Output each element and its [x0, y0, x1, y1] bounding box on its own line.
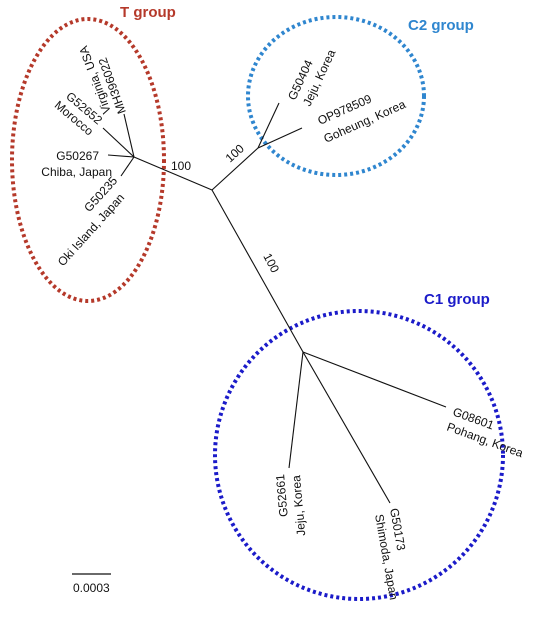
branch-root-c2 [211, 147, 259, 191]
branch-root-c1 [211, 189, 304, 353]
t-group-label: T group [120, 4, 176, 21]
c1-group-label: C1 group [424, 291, 490, 308]
taxon-g52661-id: G52661 [273, 473, 291, 517]
taxon-g52661-location: Jeju, Korea [289, 474, 308, 536]
c1-group-outline [213, 309, 505, 601]
branch-root-t [133, 156, 213, 191]
branch-g50173 [302, 351, 391, 504]
taxon-g50267-location: Chiba, Japan [41, 165, 112, 179]
branch-g52661 [288, 351, 304, 469]
branch-g50235 [120, 156, 135, 177]
c2-group-outline [246, 15, 426, 177]
branch-g08601 [302, 351, 447, 408]
branch-g52652 [102, 127, 135, 158]
bootstrap-c1: 100 [260, 251, 282, 276]
c2-group-label: C2 group [408, 17, 474, 34]
branch-op978509 [257, 127, 303, 149]
branch-mh396022 [123, 113, 135, 158]
branch-g50267 [107, 154, 135, 158]
branch-g50404 [257, 102, 280, 149]
bootstrap-t: 100 [171, 159, 191, 173]
taxon-g50267-id: G50267 [56, 149, 99, 163]
t-group-outline [10, 17, 166, 303]
scale-bar-label: 0.0003 [73, 581, 110, 595]
